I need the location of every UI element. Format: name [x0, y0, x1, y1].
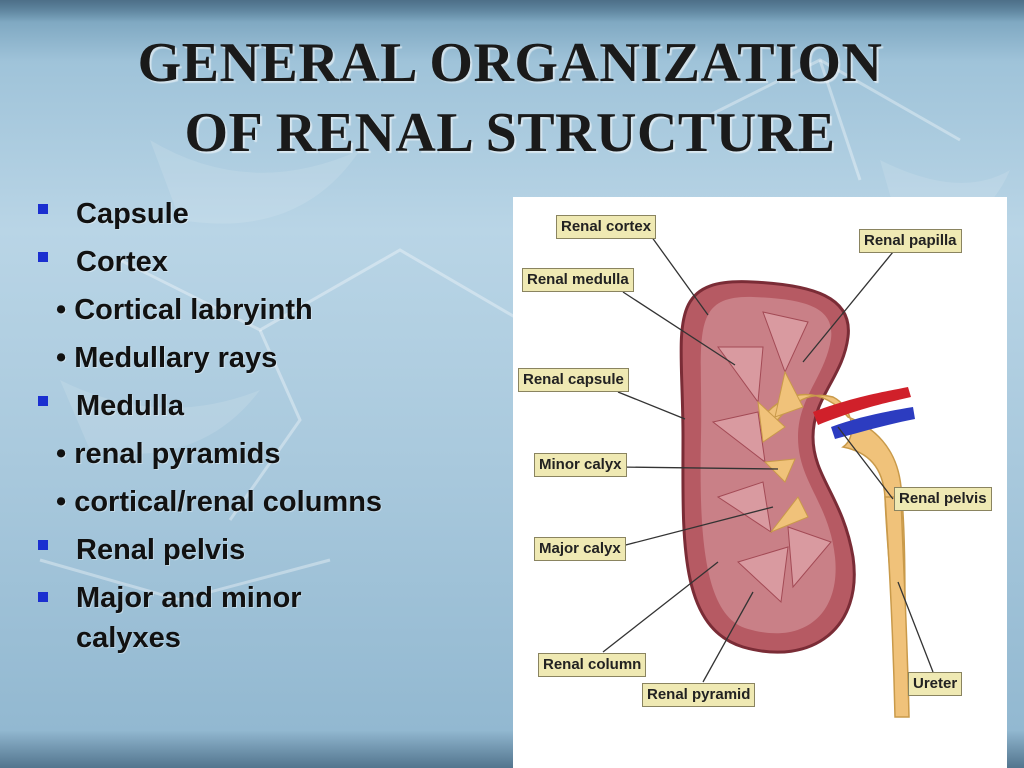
label-renal-column: Renal column — [538, 653, 647, 677]
bullet-text: • cortical/renal columns — [56, 486, 383, 518]
calyx-shape — [774, 370, 804, 418]
top-band — [0, 0, 1024, 22]
bullet-text: Major and minor calyxes — [76, 582, 302, 654]
calyx-shape — [763, 458, 796, 483]
title-line-1: GENERAL ORGANIZATION — [137, 32, 883, 94]
sub-bullet-renal-columns: • cortical/renal columns — [36, 478, 486, 526]
leader-line — [802, 251, 894, 363]
bullet-square-icon — [38, 396, 48, 406]
sub-bullet-cortical-labyrinth: • Cortical labryinth — [36, 286, 486, 334]
leader-line — [602, 561, 719, 653]
pyramid — [737, 546, 789, 604]
bullet-medulla: Medulla — [36, 382, 486, 430]
pyramid — [711, 411, 766, 464]
bullet-text: • Medullary rays — [56, 342, 278, 374]
calyx-shape — [757, 400, 786, 443]
label-renal-pyramid: Renal pyramid — [642, 683, 756, 707]
label-renal-cortex: Renal cortex — [556, 215, 657, 239]
kidney-diagram: Renal cortex Renal papilla Renal medulla… — [513, 197, 1007, 768]
bullet-renal-pelvis: Renal pelvis — [36, 526, 486, 574]
leader-line — [645, 228, 709, 316]
bullet-text: Renal pelvis — [76, 534, 246, 566]
label-ureter: Ureter — [908, 672, 963, 696]
bullet-square-icon — [38, 252, 48, 262]
bullet-cortex: Cortex — [36, 238, 486, 286]
sub-bullet-renal-pyramids: • renal pyramids — [36, 430, 486, 478]
kidney-illustration — [602, 228, 934, 718]
bullet-text: Capsule — [76, 198, 189, 230]
calyx-shape — [769, 496, 809, 534]
bullet-text: • renal pyramids — [56, 438, 281, 470]
leader-line — [622, 291, 736, 366]
bullet-square-icon — [38, 540, 48, 550]
bullet-capsule: Capsule — [36, 190, 486, 238]
leader-line — [617, 506, 774, 548]
bullet-text: Cortex — [76, 246, 168, 278]
label-renal-papilla: Renal papilla — [859, 229, 962, 253]
leader-line — [897, 581, 934, 673]
bullet-text: • Cortical labryinth — [56, 294, 313, 326]
ureter-shape — [884, 496, 910, 718]
sub-bullet-medullary-rays: • Medullary rays — [36, 334, 486, 382]
leader-line — [837, 426, 894, 500]
slide-title: GENERAL ORGANIZATION OF RENAL STRUCTURE — [60, 28, 960, 168]
pyramid — [762, 311, 809, 374]
label-renal-capsule: Renal capsule — [518, 368, 629, 392]
label-renal-pelvis: Renal pelvis — [894, 487, 992, 511]
bullet-square-icon — [38, 592, 48, 602]
bullet-list: Capsule Cortex • Cortical labryinth • Me… — [36, 190, 486, 658]
renal-artery — [813, 387, 911, 425]
label-major-calyx: Major calyx — [534, 537, 626, 561]
title-line-2: OF RENAL STRUCTURE — [184, 102, 836, 164]
leader-line — [617, 466, 779, 470]
label-renal-medulla: Renal medulla — [522, 268, 634, 292]
bullet-text: Medulla — [76, 390, 184, 422]
pyramid — [787, 526, 832, 589]
bullet-calyxes: Major and minor calyxes — [36, 578, 376, 658]
leader-line — [702, 591, 754, 683]
label-minor-calyx: Minor calyx — [534, 453, 627, 477]
renal-vein — [831, 407, 915, 439]
bullet-square-icon — [38, 204, 48, 214]
leader-line — [617, 391, 686, 420]
